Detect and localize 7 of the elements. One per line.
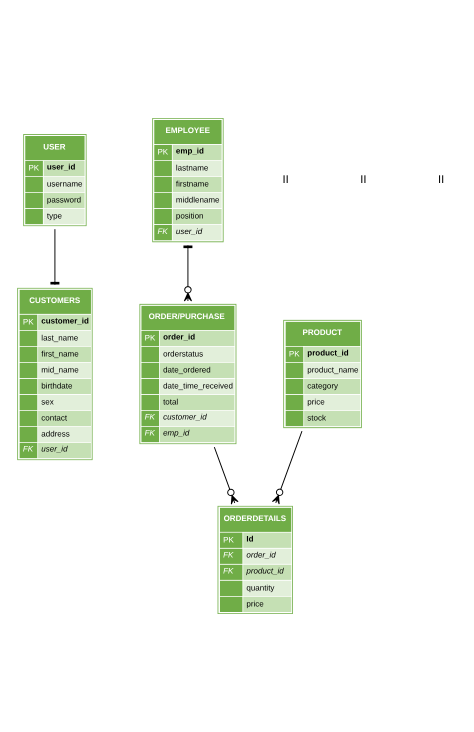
connector (272, 430, 302, 505)
connector (183, 244, 192, 302)
label: II (360, 174, 367, 186)
label: II (282, 174, 289, 186)
connector (50, 228, 60, 286)
label: II (438, 174, 444, 186)
connector (214, 446, 239, 505)
